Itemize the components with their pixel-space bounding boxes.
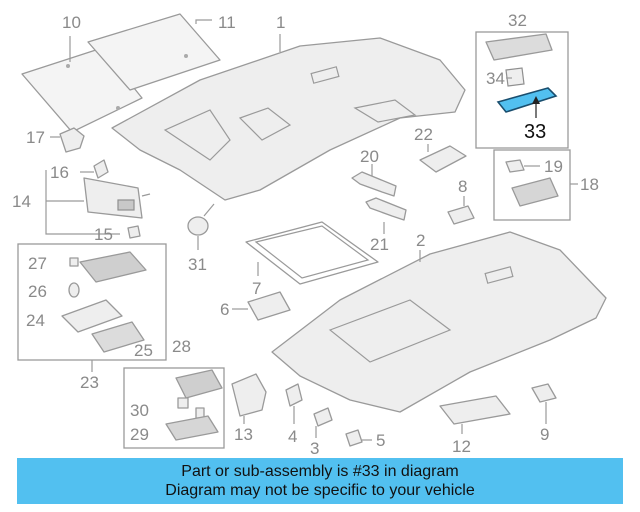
label-10: 10 <box>62 13 81 32</box>
part-9-clip <box>531 383 557 424</box>
label-27: 27 <box>28 254 47 273</box>
label-31: 31 <box>188 255 207 274</box>
part-4-clip <box>285 383 303 424</box>
label-16: 16 <box>50 163 69 182</box>
label-22: 22 <box>414 125 433 144</box>
label-9: 9 <box>540 425 549 444</box>
label-4: 4 <box>288 427 297 446</box>
label-20: 20 <box>360 147 379 166</box>
parts-diagram: 10 11 1 32 34 33 17 22 20 16 19 18 8 14 … <box>12 11 607 456</box>
part-1-headliner <box>111 34 466 201</box>
part-12-panel <box>439 395 511 434</box>
label-29: 29 <box>130 425 149 444</box>
part-15-clip <box>127 225 141 239</box>
info-banner: Part or sub-assembly is #33 in diagram D… <box>17 458 623 504</box>
part-32-group <box>475 31 569 149</box>
label-11: 11 <box>218 13 236 32</box>
part-16-hook <box>80 159 109 179</box>
label-33: 33 <box>524 121 546 143</box>
part-11-panel <box>87 13 221 91</box>
label-23: 23 <box>80 373 99 392</box>
part-28-group <box>123 367 225 449</box>
label-12: 12 <box>452 437 471 456</box>
label-15: 15 <box>94 225 113 244</box>
part-22-bracket <box>419 144 467 173</box>
label-18: 18 <box>580 175 599 194</box>
banner-line-2: Diagram may not be specific to your vehi… <box>165 482 475 499</box>
label-19: 19 <box>544 157 563 176</box>
part-6-pad <box>232 291 291 321</box>
label-13: 13 <box>234 425 253 444</box>
part-2-headliner <box>271 231 607 413</box>
label-3: 3 <box>310 439 319 456</box>
part-13-bracket <box>231 373 267 424</box>
label-1: 1 <box>276 13 285 32</box>
part-23-group <box>17 243 167 372</box>
part-18-group <box>493 149 578 221</box>
part-7-sunroof-glass <box>245 221 379 285</box>
label-24: 24 <box>26 311 45 330</box>
label-34: 34 <box>486 69 505 88</box>
label-25: 25 <box>134 341 153 360</box>
part-3-clip <box>313 407 333 438</box>
label-6: 6 <box>220 300 229 319</box>
label-32: 32 <box>508 11 527 30</box>
part-5-clip <box>345 429 372 447</box>
label-28: 28 <box>172 337 191 356</box>
label-5: 5 <box>376 431 385 450</box>
label-14: 14 <box>12 192 31 211</box>
label-30: 30 <box>130 401 149 420</box>
label-21: 21 <box>370 235 389 254</box>
label-2: 2 <box>416 231 425 250</box>
part-31-bulb <box>187 203 215 250</box>
part-20-21-grab-handle <box>351 164 407 234</box>
label-17: 17 <box>26 128 45 147</box>
label-7: 7 <box>252 279 261 298</box>
label-8: 8 <box>458 177 467 196</box>
part-labels: 10 11 1 32 34 33 17 22 20 16 19 18 8 14 … <box>12 11 599 456</box>
label-26: 26 <box>28 282 47 301</box>
banner-line-1: Part or sub-assembly is #33 in diagram <box>181 463 459 480</box>
part-17-clip <box>50 127 85 153</box>
part-8-cap <box>447 196 475 225</box>
part-14-sun-visor <box>45 170 151 235</box>
